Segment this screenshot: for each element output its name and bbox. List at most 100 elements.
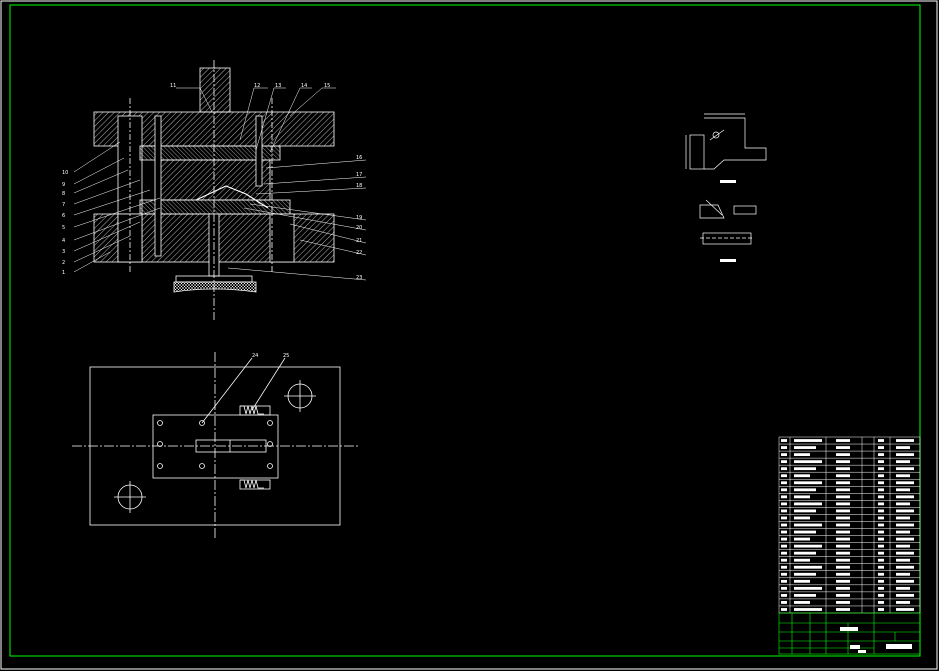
parts-list-entry — [896, 509, 914, 513]
parts-list-entry — [878, 565, 884, 569]
leaders-top — [176, 87, 336, 153]
parts-list-entry — [836, 516, 850, 520]
parts-list-entry — [836, 481, 850, 485]
parts-list-entry — [794, 481, 822, 485]
parts-list-entry — [781, 523, 787, 527]
parts-list-entry — [781, 502, 787, 506]
parts-list-entry — [896, 481, 914, 485]
balloon-25: 25 — [283, 353, 289, 359]
parts-list-entry — [878, 551, 884, 555]
parts-list-entry — [781, 481, 787, 485]
parts-list-entry — [896, 551, 914, 555]
parts-list-entry — [836, 530, 850, 534]
parts-list-entry — [878, 558, 884, 562]
title-block-marks — [840, 627, 912, 653]
bolt-right — [255, 115, 263, 187]
parts-list-entry — [836, 488, 850, 492]
parts-list-entry — [878, 460, 884, 464]
parts-list-entry — [836, 558, 850, 562]
parts-list-entry — [794, 523, 822, 527]
parts-list-entry — [781, 601, 787, 604]
parts-list-entry — [878, 601, 884, 604]
parts-list-entry — [781, 467, 787, 471]
parts-list-entry — [878, 495, 884, 499]
parts-list-entry — [794, 530, 816, 534]
parts-list-entry — [781, 516, 787, 520]
balloon-21: 21 — [356, 238, 362, 244]
spring-icon — [240, 405, 264, 415]
balloon-6: 6 — [62, 213, 65, 219]
parts-list-entry — [878, 579, 884, 583]
parts-list-entry — [794, 601, 810, 604]
parts-list-entry — [896, 446, 910, 449]
parts-list-entry — [878, 523, 884, 527]
balloon-4: 4 — [62, 238, 65, 244]
parts-list-entry — [896, 488, 910, 492]
parts-list-entry — [878, 593, 884, 597]
bolt-hole-icon — [157, 420, 273, 469]
parts-list-entry — [878, 439, 884, 442]
leaders-left — [73, 141, 161, 273]
parts-list-entry — [781, 572, 787, 576]
parts-list-entry — [836, 565, 850, 569]
punch-shank — [199, 67, 231, 113]
bolt-left — [154, 115, 162, 257]
parts-list-entry — [781, 474, 787, 478]
parts-list-entry — [896, 439, 914, 442]
parts-list-entry — [896, 495, 914, 499]
balloon-9: 9 — [62, 182, 65, 188]
parts-list-entry — [794, 509, 816, 513]
balloon-7: 7 — [62, 202, 65, 208]
parts-list-entry — [896, 601, 910, 604]
balloon-23: 23 — [356, 275, 362, 281]
parts-list-entry — [878, 509, 884, 513]
balloon-13: 13 — [275, 83, 281, 89]
parts-list-entry — [794, 586, 822, 590]
leaders-right — [227, 159, 367, 281]
parts-list-entry — [878, 453, 884, 457]
balloon-12: 12 — [254, 83, 260, 89]
workpiece-part — [195, 185, 269, 209]
parts-list-entry — [878, 467, 884, 471]
parts-list-table — [778, 436, 921, 614]
parts-list-entry — [878, 481, 884, 485]
parts-list-entry — [896, 474, 910, 478]
parts-list-entry — [878, 544, 884, 548]
balloon-24: 24 — [252, 353, 258, 359]
spring-icon — [240, 479, 264, 489]
part-detail-2 — [699, 199, 757, 262]
parts-list-entry — [878, 474, 884, 478]
parts-list-entry — [836, 502, 850, 506]
parts-list-entry — [781, 579, 787, 583]
parts-list-entry — [896, 572, 910, 576]
parts-list-entry — [781, 509, 787, 513]
parts-list-entry — [878, 537, 884, 541]
parts-list-entry — [781, 544, 787, 548]
parts-list-entry — [896, 523, 914, 527]
parts-list-entry — [836, 601, 850, 604]
parts-list-entry — [794, 572, 816, 576]
balloon-19: 19 — [356, 215, 362, 221]
parts-list-entry — [794, 579, 810, 583]
parts-list-entry — [794, 474, 810, 478]
parts-list-entry — [836, 453, 850, 457]
parts-list-entry — [896, 530, 910, 534]
parts-list-entry — [836, 593, 850, 597]
parts-list-entry — [781, 565, 787, 569]
balloons-top: 11 12 13 14 15 — [170, 83, 330, 89]
parts-list-entry — [836, 544, 850, 548]
balloon-11: 11 — [170, 83, 176, 89]
parts-list-entry — [781, 495, 787, 499]
section-view — [93, 60, 335, 320]
parts-list-entry — [896, 516, 910, 520]
stripper-plate — [159, 159, 271, 201]
parts-list-entry — [896, 579, 914, 583]
parts-list-entry — [836, 467, 850, 471]
parts-list-entry — [794, 495, 810, 499]
rubber-buffer — [173, 281, 257, 293]
inner-frame — [9, 4, 921, 657]
balloon-3: 3 — [62, 249, 65, 255]
parts-list-entry — [878, 608, 884, 611]
